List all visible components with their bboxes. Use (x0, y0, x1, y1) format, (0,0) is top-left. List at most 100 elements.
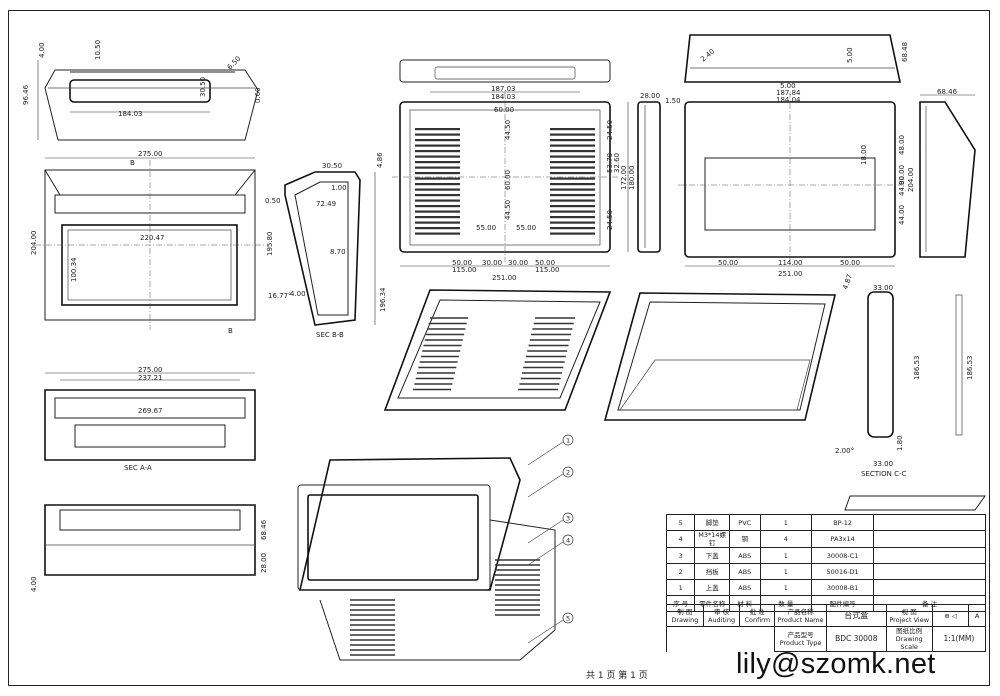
dim-30-50: 30.50 (199, 77, 207, 97)
dim-10-50: 10.50 (94, 40, 102, 60)
balloon-number: 4 (566, 537, 570, 545)
dim-4-00: 4.00 (38, 42, 46, 58)
vent-slot (415, 205, 460, 208)
balloon-leader (527, 441, 564, 466)
dim-115-b: 115.00 (535, 266, 560, 274)
bom-cell-no: 4 (665, 530, 696, 548)
dim-33-top: 33.00 (873, 284, 893, 292)
dim-60: 60.00 (494, 106, 514, 114)
dim-0-50: 0.50 (265, 197, 281, 205)
view-letter: A (968, 604, 986, 627)
balloon-leader (527, 541, 564, 566)
dim-16-77: 16.77° (268, 292, 292, 300)
vent-slot (415, 194, 460, 197)
dim-2-deg: 2.00° (835, 447, 854, 455)
iso-bottom-lid (383, 289, 612, 411)
dim-114: 114.00 (778, 259, 803, 267)
product-name-value: 台式盒 (826, 604, 887, 627)
dim-1-80: 1.80 (896, 435, 904, 451)
vent-slot (550, 232, 595, 235)
balloon-number: 5 (566, 615, 570, 623)
vent-slot (415, 128, 460, 131)
dim-72-49: 72.49 (316, 200, 336, 208)
bom-cell-qty: 1 (759, 547, 813, 564)
scale-cn: 图纸比例 (896, 627, 923, 635)
vent-slot (415, 155, 460, 158)
section-b-bottom: B (228, 327, 233, 335)
vent-slot (550, 155, 595, 158)
bottom-lid-side-view: 28.00 1.50 (637, 92, 681, 253)
vent-slot (550, 177, 595, 180)
dim-44-50-b: 44.50 (504, 200, 512, 220)
vent-slot (415, 227, 460, 230)
dim-50-b: 50.00 (535, 259, 555, 267)
dim-44-50-a: 44.50 (504, 120, 512, 140)
vent-slot (415, 183, 460, 186)
product-type-en: Product Type (779, 639, 822, 647)
page-label: 共 1 页 第 1 页 (586, 671, 648, 681)
vent-slot (415, 150, 460, 153)
drawing-cn: 制 图 (677, 607, 693, 616)
bom-cell-qty: 1 (759, 579, 813, 596)
contact-email: lily@szomk.net (736, 648, 936, 680)
top-cover-side-view: 68.46 (919, 88, 976, 258)
assembly-vent-slots (350, 559, 540, 656)
dim-115-a: 115.00 (452, 266, 477, 274)
vent-slot (550, 166, 595, 169)
project-view-en: Project View (889, 615, 930, 624)
dim-50-a: 50.00 (452, 259, 472, 267)
dim-24-50: 24.50 (606, 120, 614, 140)
dim-18: 18.00 (860, 145, 868, 165)
bom-cell-name: M3*14螺钉 (694, 530, 730, 548)
vent-slot (550, 150, 595, 153)
dim-32-60: 32.60 (613, 153, 621, 173)
dim-184-03-b: 184.03 (491, 93, 516, 101)
vent-slot (550, 221, 595, 224)
dim-4-00-b: 4.00 (290, 290, 306, 298)
bom-cell-material: ABS (729, 547, 761, 564)
dim-68-46-b: 68.46 (260, 519, 268, 540)
bom-cell-name: 下盖 (694, 547, 730, 564)
bom-cell-material: ABS (729, 579, 761, 596)
dim-187-03: 187.03 (491, 85, 516, 93)
dim-50-d: 50.00 (840, 259, 860, 267)
vent-slot (415, 172, 460, 175)
vent-slot (550, 199, 595, 202)
bom-cell-qty: 1 (759, 563, 813, 580)
bom-cell-material: 钢 (729, 530, 761, 548)
product-type-value: BDC 30008 (826, 626, 887, 652)
bom-cell-no: 3 (665, 547, 696, 564)
dim-186-53: 186.53 (913, 356, 921, 381)
dim-5-00-b: 5.00 (780, 82, 796, 90)
dim-53-70: 53.70 (606, 153, 614, 173)
bom-cell-code: 30008-B1 (811, 579, 875, 596)
auditing-cn: 审 核 (714, 607, 730, 616)
section-c-c: 4.87 33.00 186.53 186.53 2.00° 1.80 33.0… (835, 273, 974, 478)
vent-slot (415, 221, 460, 224)
dim-28-c: 28.00 (640, 92, 660, 100)
scale-en: Drawing Scale (895, 635, 923, 651)
vent-slot (415, 199, 460, 202)
vent-slot (415, 177, 460, 180)
bom-cell-note (873, 579, 986, 596)
vent-slot (550, 128, 595, 131)
bom-cell-code: PA3x14 (811, 530, 875, 548)
dim-180: 180.00 (628, 166, 636, 191)
bottom-left-view: 68.46 28.00 4.00 (30, 504, 268, 592)
drawing-en: Drawing (671, 615, 699, 624)
vent-slot (415, 188, 460, 191)
confirm-cn: 批 准 (749, 607, 765, 616)
dim-2-40: 2.40 (699, 47, 716, 63)
front-view: 275.00 220.47 204.00 100.34 195.80 B B (30, 150, 274, 335)
dim-1-50: 1.50 (665, 97, 681, 105)
vent-slot (550, 188, 595, 191)
iso-top-cover (603, 292, 837, 421)
vent-slot (550, 133, 595, 136)
vent-slot (415, 133, 460, 136)
vent-slot (550, 144, 595, 147)
project-view-cn: 视 图 (901, 607, 917, 616)
vent-slots-left (415, 128, 460, 235)
